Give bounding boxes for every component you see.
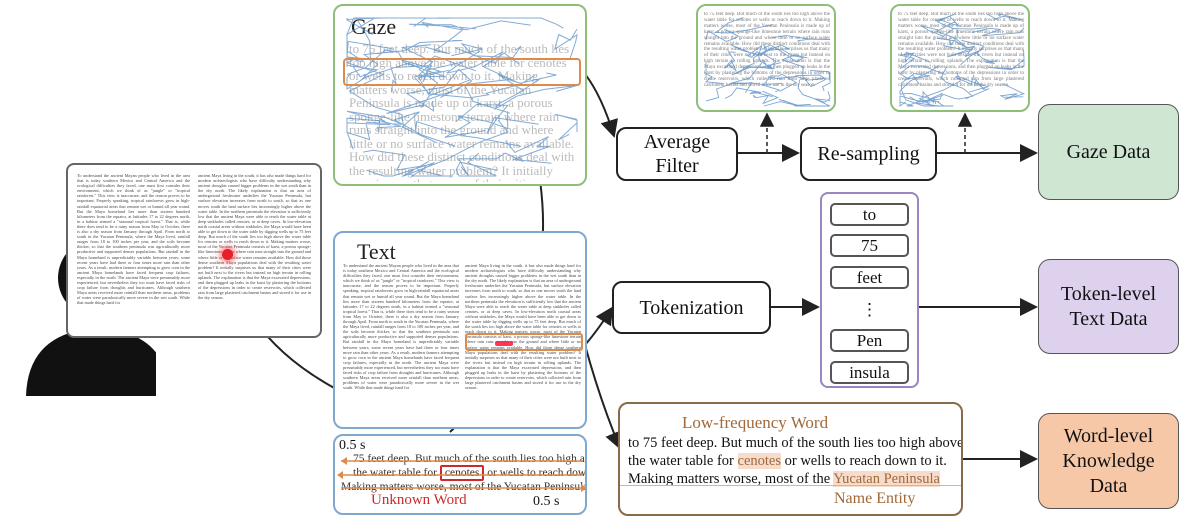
token-item: feet [830,266,909,289]
arrow-text-to-tokenization [584,306,614,346]
tokenization-box: Tokenization [612,281,771,334]
resampled-scanpath [899,13,1026,107]
knowledge-line-3-before: Making matters worse, most of the [628,471,834,487]
zoom-line-2-after: or wells to reach down to it. [487,467,587,479]
text-panel-column-2: ancient Maya living in the south, it has… [465,263,581,391]
gaze-panel: Gaze to 75 feet deep. But much of the so… [333,4,587,186]
unknown-word-caption: Unknown Word [371,492,467,508]
scanpath-trace [704,17,831,107]
knowledge-line-3: Making matters worse, most of the Yucata… [628,471,940,488]
scanpath-trace [899,13,1026,107]
zoom-duration-bottom: 0.5 s [533,494,560,509]
low-frequency-label: Low-frequency Word [682,413,829,432]
text-panel-column-1: To understand the ancient Mayan people w… [343,263,459,391]
token-item: insula [830,361,909,384]
document-column-1: To understand the ancient Mayan people w… [77,173,190,306]
filtered-gaze-thumbnail: to 75 feet deep. But much of the south l… [696,4,836,112]
average-filter-box: Average Filter [616,127,738,181]
text-region-highlight [465,333,583,351]
scanpath-trace [345,17,578,177]
gaze-point-marker [222,249,233,260]
document-column-2: ancient Maya living in the south, it has… [198,173,311,301]
name-entity-label: Name Entity [834,490,916,507]
text-panel: Text To understand the ancient Mayan peo… [333,231,587,429]
token-item: 75 [830,234,909,257]
knowledge-line-2: the water table for cenotes or wells to … [628,453,947,470]
text-panel-body: To understand the ancient Mayan people w… [343,263,581,427]
token-level-output: Token-level Text Data [1038,259,1179,354]
zoom-line-2-before: the water table for [353,467,440,479]
knowledge-line-2-before: the water table for [628,453,738,469]
gaze-scanpath [345,17,578,177]
token-item: to [830,203,909,226]
low-frequency-word-highlight: cenotes [737,453,781,469]
resampling-box: Re-sampling [800,127,937,181]
reading-document: To understand the ancient Mayan people w… [66,163,322,338]
name-entity-highlight: Yucatan Peninsula [833,471,940,487]
token-item: Pen [830,329,909,352]
zoom-strike-lines [337,457,585,492]
text-panel-title: Text [357,239,396,264]
zoom-line-2: the water table for cenotes or wells to … [353,465,587,481]
token-list: to 75 feet ⋮ Pen insula [820,192,919,388]
knowledge-line-1: to 75 feet deep. But much of the south l… [628,435,963,451]
arrow-text-to-knowledge [584,344,623,450]
filtered-scanpath [704,17,831,107]
token-item: ⋮ [861,299,878,319]
knowledge-line-2-after: or wells to reach down to it. [781,453,947,469]
unknown-word-highlight: cenotes [439,465,485,481]
zoom-line-3: Making matters worse, most of the Yucata… [341,481,587,493]
gaze-region-highlight [343,58,581,86]
text-fixation-mark [495,341,513,346]
word-knowledge-box: Low-frequency Word to 75 feet deep. But … [618,402,963,516]
knowledge-divider [620,485,961,486]
zoom-duration-top: 0.5 s [339,438,366,453]
gaze-data-output: Gaze Data [1038,104,1179,200]
zoom-line-1: 75 feet deep. But much of the south lies… [353,453,587,465]
resampled-gaze-thumbnail: to 75 feet deep. But much of the south l… [890,4,1030,112]
word-level-output: Word-level Knowledge Data [1038,413,1179,509]
zoom-reading-box: 0.5 s 75 feet deep. But much of the sout… [333,434,587,515]
